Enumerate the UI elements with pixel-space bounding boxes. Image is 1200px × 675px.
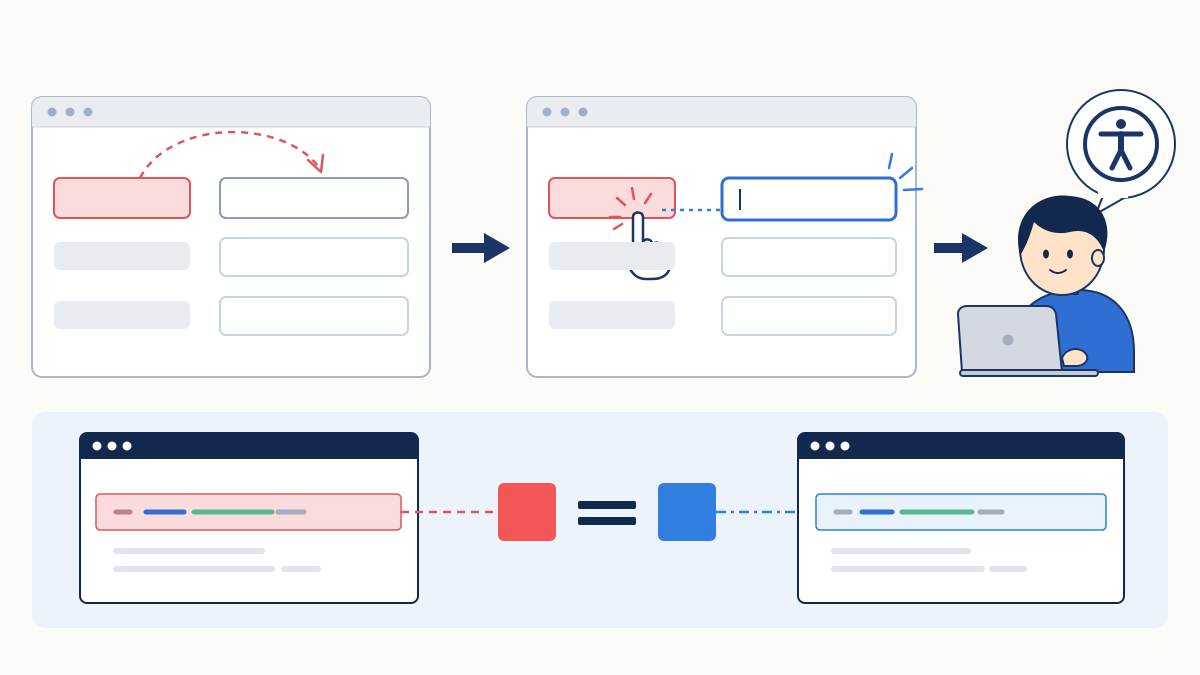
flow-arrow	[934, 233, 988, 263]
focus-sparkle	[887, 152, 924, 192]
input-field	[721, 237, 897, 277]
window-dot	[47, 107, 57, 117]
user-illustration	[957, 89, 1176, 377]
window-dot	[83, 107, 93, 117]
window-dot	[810, 441, 820, 451]
label-box-red	[53, 177, 191, 219]
titlebar-dark	[798, 433, 1124, 459]
label-placeholder	[54, 301, 190, 329]
window-dot	[840, 441, 850, 451]
titlebar	[527, 97, 916, 127]
input-field	[219, 237, 409, 277]
window-dot	[825, 441, 835, 451]
equals-sign	[578, 501, 636, 525]
label-placeholder	[54, 242, 190, 270]
flow-arrow	[452, 233, 510, 263]
id-square-blue	[658, 483, 716, 541]
laptop-icon	[957, 305, 1099, 377]
window-dot	[578, 107, 588, 117]
titlebar-dark	[80, 433, 418, 459]
window-dot	[122, 441, 132, 451]
id-square-red	[498, 483, 556, 541]
label-placeholder	[549, 242, 675, 270]
focused-input-field	[720, 176, 898, 222]
titlebar	[32, 97, 430, 127]
accessibility-icon	[1083, 106, 1159, 182]
window-dot	[560, 107, 570, 117]
window-dot	[92, 441, 102, 451]
window-code-right	[797, 432, 1125, 604]
window-dot	[542, 107, 552, 117]
window-code-left	[79, 432, 419, 604]
input-field	[219, 296, 409, 336]
input-field	[721, 296, 897, 336]
window-before	[31, 96, 431, 378]
label-placeholder	[549, 301, 675, 329]
window-after	[526, 96, 924, 378]
arrow-head	[306, 153, 325, 174]
click-burst	[608, 186, 653, 231]
window-dot	[65, 107, 75, 117]
input-field	[219, 177, 409, 219]
window-dot	[107, 441, 117, 451]
label-box-red	[548, 177, 676, 219]
